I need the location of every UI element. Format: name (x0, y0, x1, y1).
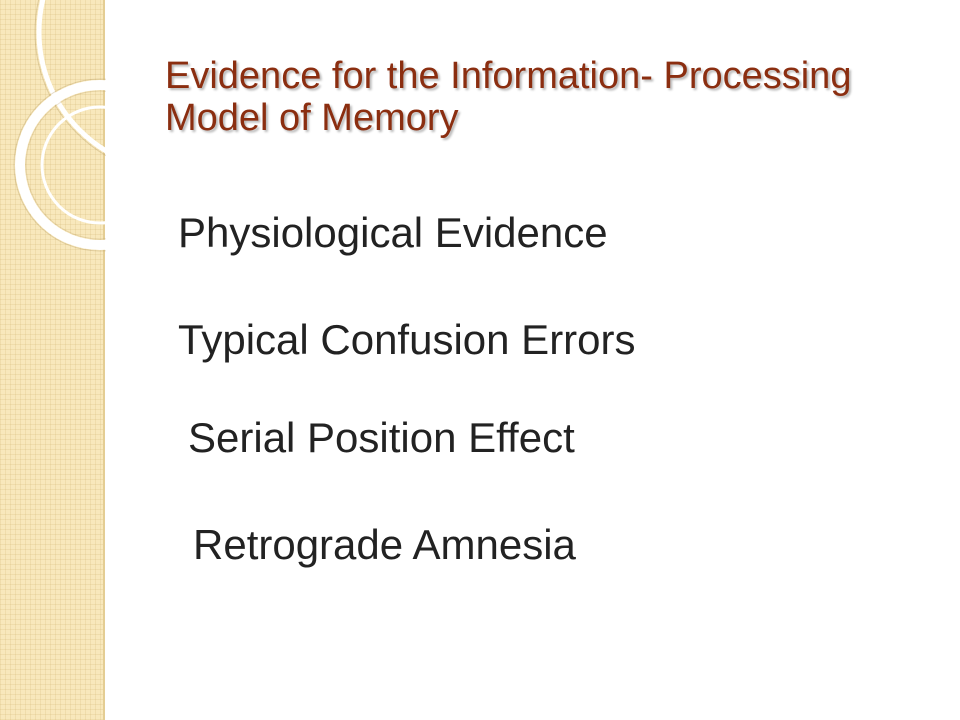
decorative-circles-icon (13, 0, 106, 252)
slide-title-line-1: Evidence for the Information- Processing (165, 55, 852, 97)
ring-outline (13, 78, 106, 252)
list-item-physiological-evidence: Physiological Evidence (178, 209, 608, 256)
side-band (0, 0, 105, 720)
slide-title: Evidence for the Information- Processing… (165, 55, 851, 139)
inner-ring (40, 105, 106, 225)
outer-arc (34, 0, 106, 157)
outer-arc (36, 0, 106, 154)
list-item-typical-confusion-errors: Typical Confusion Errors (178, 316, 636, 363)
ring-outline (25, 90, 106, 240)
ring (15, 80, 106, 250)
list-item-serial-position-effect: Serial Position Effect (188, 414, 575, 461)
slide-title-line-2: Model of Memory (165, 97, 459, 139)
list-item-retrograde-amnesia: Retrograde Amnesia (193, 521, 576, 568)
